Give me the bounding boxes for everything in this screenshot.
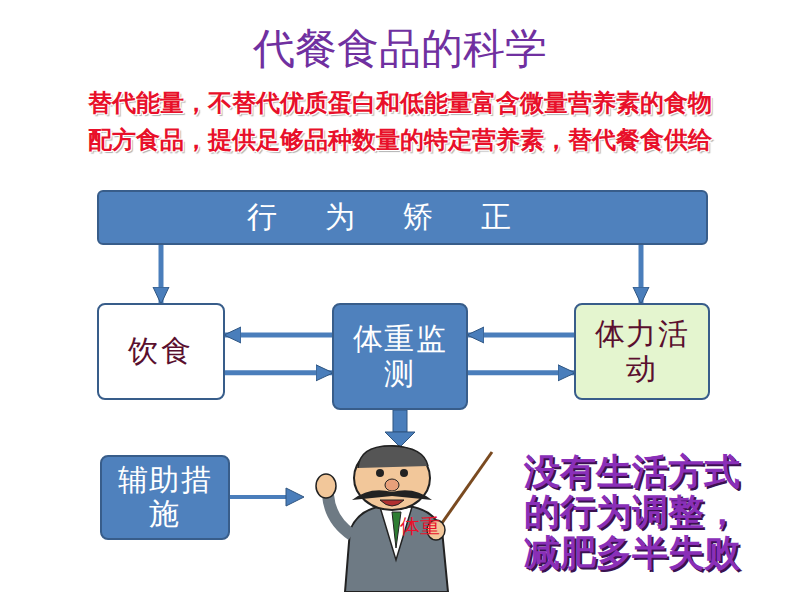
right-arrow — [228, 488, 304, 506]
connector-arrow — [225, 370, 332, 375]
connector-arrow — [468, 333, 574, 338]
monitor-box: 体重监测 — [332, 303, 468, 410]
node-text: 辅助措施 — [106, 463, 224, 532]
activity-box: 体力活动 — [574, 303, 710, 400]
diet-box: 饮食 — [97, 303, 225, 400]
node-text: 体力活动 — [580, 317, 704, 386]
subtitle: 配方食品，提供足够品种数量的特定营养素，替代餐食供给 — [6, 125, 794, 156]
connector-arrow — [225, 333, 332, 338]
down-arrow — [385, 410, 415, 447]
node-text: 行为矫正 — [247, 200, 559, 235]
node-text: 体重监测 — [338, 322, 462, 391]
connector-arrow — [159, 245, 164, 303]
subtitle: 替代能量，不替代优质蛋白和低能量富含微量营养素的食物 — [6, 88, 794, 119]
behavior-band: 行为矫正 — [97, 190, 708, 245]
connector-arrow — [639, 245, 644, 303]
slogan: 没有生活方式的行为调整，减肥多半失败 — [524, 452, 740, 573]
aux-box: 辅助措施 — [100, 455, 230, 540]
figure-label: 体重 — [400, 516, 440, 536]
title: 代餐食品的科学 — [0, 24, 800, 74]
node-text: 饮食 — [128, 334, 194, 369]
connector-arrow — [468, 370, 574, 375]
cartoon-man — [316, 446, 492, 592]
